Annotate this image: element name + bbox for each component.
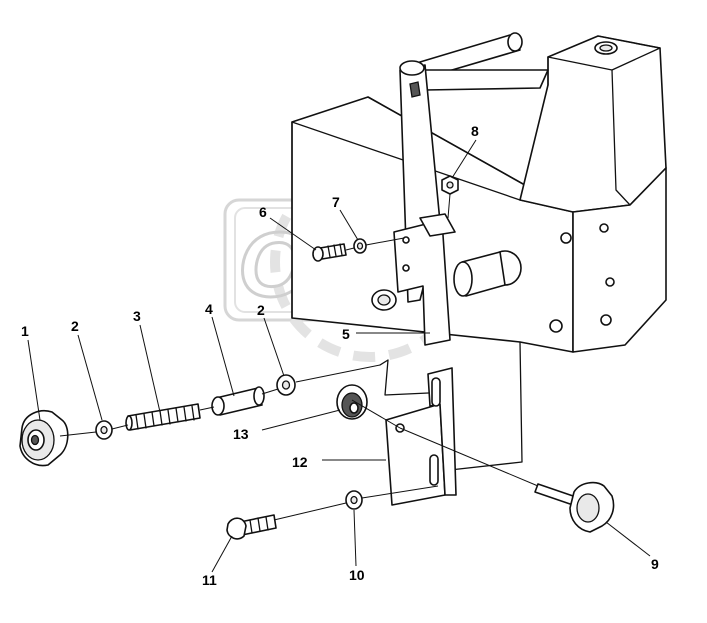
callout-1: 1 <box>21 323 29 339</box>
part-10-washer <box>345 490 363 510</box>
leader-lines <box>27 139 651 573</box>
callout-11: 11 <box>202 572 217 588</box>
callout-9: 9 <box>651 556 659 572</box>
part-2-washer-right <box>276 374 296 396</box>
lower-bracket-frame <box>379 341 523 471</box>
part-1-star-knob <box>19 410 69 467</box>
part-11-carriage-bolt <box>226 514 277 540</box>
part-12-slotted-bracket <box>385 367 457 506</box>
callouts: 1 2 3 4 2 5 6 7 8 9 10 11 12 13 <box>21 123 659 588</box>
callout-4: 4 <box>205 301 213 317</box>
part-7-washer <box>353 238 367 254</box>
callout-5: 5 <box>342 326 350 342</box>
callout-3: 3 <box>133 308 141 324</box>
part-8-nut <box>441 175 459 195</box>
callout-8: 8 <box>471 123 479 139</box>
part-13-pulley <box>336 384 368 420</box>
part-6-bolt <box>312 243 347 262</box>
callout-13: 13 <box>233 426 249 442</box>
lever-assembly <box>371 32 549 346</box>
part-4-spacer-tube <box>211 386 265 416</box>
callout-12: 12 <box>292 454 308 470</box>
callout-10: 10 <box>349 567 365 583</box>
callout-7: 7 <box>332 194 340 210</box>
assembly-lines <box>59 193 539 521</box>
part-9-knob-stud <box>534 481 615 533</box>
callout-2-left: 2 <box>71 318 79 334</box>
callout-2-right: 2 <box>257 302 265 318</box>
part-2-washer-left <box>95 420 113 440</box>
callout-6: 6 <box>259 204 267 220</box>
part-3-threaded-stud <box>125 403 201 431</box>
tower-housing <box>519 35 667 353</box>
